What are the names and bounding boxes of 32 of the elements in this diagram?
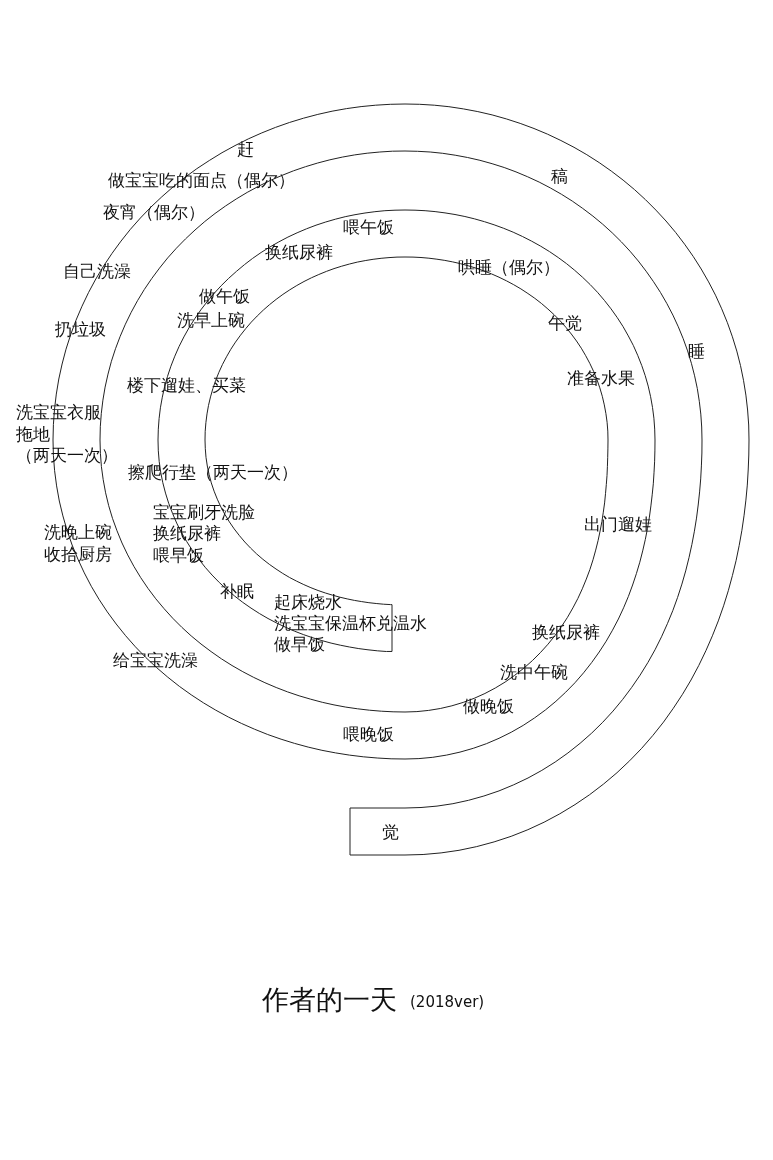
title: 作者的一天 xyxy=(262,983,397,1017)
task-label: 稿 xyxy=(551,166,568,187)
task-label: 起床烧水 xyxy=(274,592,342,613)
task-label: 做早饭 xyxy=(274,634,325,655)
task-label: 补眠 xyxy=(220,581,254,602)
task-label: 准备水果 xyxy=(567,368,635,389)
task-label: 洗晚上碗 xyxy=(44,522,112,543)
task-label: 洗早上碗 xyxy=(177,310,245,331)
task-label: 午觉 xyxy=(548,313,582,334)
task-label: 做午饭 xyxy=(199,286,250,307)
task-label: 扔垃圾 xyxy=(55,319,106,340)
task-label: 喂早饭 xyxy=(153,545,204,566)
task-label: 宝宝刷牙洗脸 xyxy=(153,502,255,523)
task-label: 赶 xyxy=(237,139,254,160)
task-label: 喂晚饭 xyxy=(343,724,394,745)
task-label: 喂午饭 xyxy=(343,217,394,238)
task-label: 洗中午碗 xyxy=(500,662,568,683)
task-label: 换纸尿裤 xyxy=(532,622,600,643)
task-label: 觉 xyxy=(382,822,399,843)
task-label: 出门遛娃 xyxy=(584,514,652,535)
task-label: 换纸尿裤 xyxy=(153,523,221,544)
task-label: 拖地 xyxy=(16,424,50,445)
task-label: 睡 xyxy=(688,341,705,362)
task-label: 换纸尿裤 xyxy=(265,242,333,263)
task-label: 洗宝宝衣服 xyxy=(16,402,101,423)
task-label: 给宝宝洗澡 xyxy=(113,650,198,671)
task-label: 楼下遛娃、买菜 xyxy=(127,375,246,396)
task-label: 夜宵（偶尔） xyxy=(103,202,205,223)
task-label: 收拾厨房 xyxy=(44,544,112,565)
task-label: 做晚饭 xyxy=(463,696,514,717)
task-label: 擦爬行垫（两天一次） xyxy=(128,462,298,483)
version-note: (2018ver) xyxy=(410,993,485,1011)
